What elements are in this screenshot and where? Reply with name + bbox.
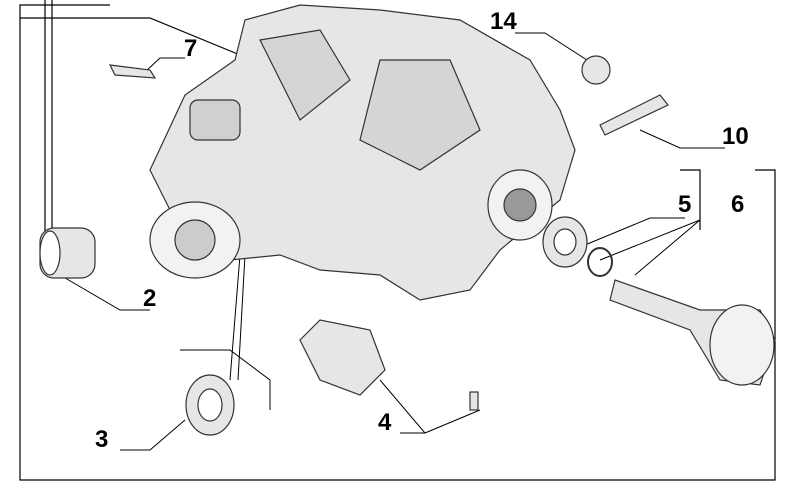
housing: [149, 4, 576, 301]
screw-part-4: [469, 391, 479, 411]
callout-5: 5: [678, 191, 692, 218]
callout-4: 4: [378, 409, 392, 436]
sensor-part-7: [108, 64, 157, 79]
callout-14: 14: [490, 8, 517, 35]
o-ring-part: [587, 247, 613, 277]
leader-lines: [59, 32, 725, 451]
bolt-part-10: [599, 94, 669, 136]
callout-7: 7: [184, 35, 198, 62]
callout-3: 3: [95, 426, 109, 453]
parts: [39, 55, 776, 436]
frame-lines: [19, 0, 776, 481]
callout-2: 2: [143, 285, 157, 312]
callout-6: 6: [731, 191, 745, 218]
actuator-part-4: [299, 319, 386, 396]
plug-part-14: [581, 55, 611, 85]
callout-10: 10: [722, 123, 749, 150]
